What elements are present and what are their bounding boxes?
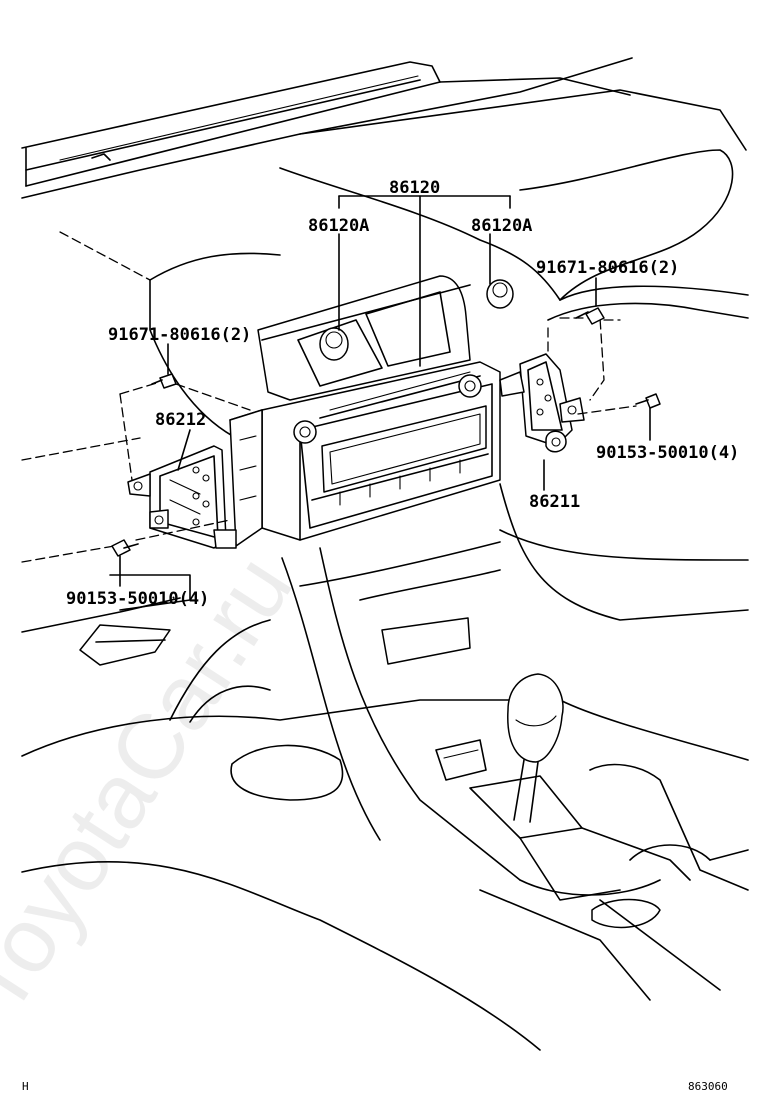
part-label-bracket-right: 86211	[529, 492, 581, 512]
part-label-bracket-left: 86212	[155, 410, 207, 430]
footer-code: H	[22, 1080, 29, 1093]
diagram-number: 863060	[688, 1080, 728, 1093]
part-label-assembly: 86120	[389, 178, 441, 198]
part-label-screw-left: 91671-80616(2)	[108, 325, 252, 345]
part-label-bolt-left: 90153-50010(4)	[66, 589, 210, 609]
part-label-bolt-right: 90153-50010(4)	[596, 443, 740, 463]
part-label-screw-right: 91671-80616(2)	[536, 258, 680, 278]
part-label-knob-left: 86120A	[308, 216, 370, 236]
part-label-knob-right: 86120A	[471, 216, 533, 236]
